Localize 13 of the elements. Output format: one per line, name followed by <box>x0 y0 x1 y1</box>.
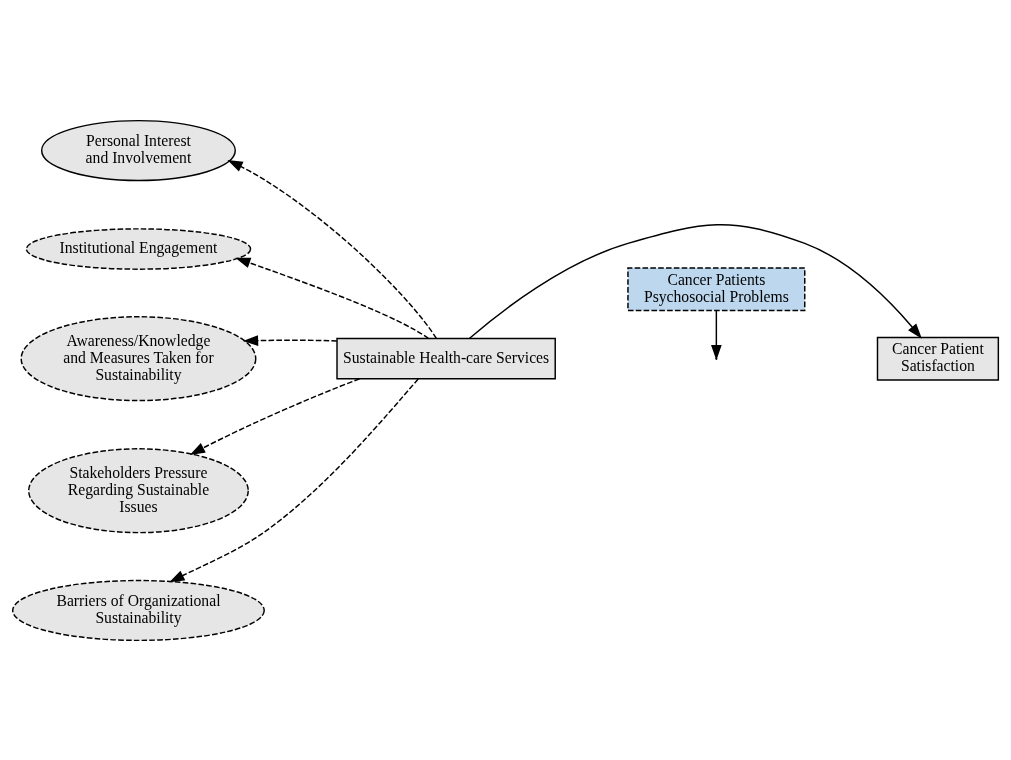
node-box: Cancer Patients Psychosocial Problems <box>627 266 806 311</box>
arrow <box>189 377 361 455</box>
node-ellipse: Stakeholders Pressure Regarding Sustainable Issues <box>28 447 249 533</box>
arrow <box>711 309 722 360</box>
arrow <box>242 334 338 346</box>
node-box: Sustainable Health-care Services <box>336 337 556 380</box>
arrow <box>468 223 922 339</box>
arrow <box>169 377 419 582</box>
node-ellipse: Barriers of Organizational Sustainability <box>12 579 265 641</box>
arrow <box>235 257 430 339</box>
node-box: Cancer Patient Satisfaction <box>876 336 1000 381</box>
node-ellipse: Personal Interest and Involvement <box>40 119 236 181</box>
arrow <box>227 159 438 339</box>
